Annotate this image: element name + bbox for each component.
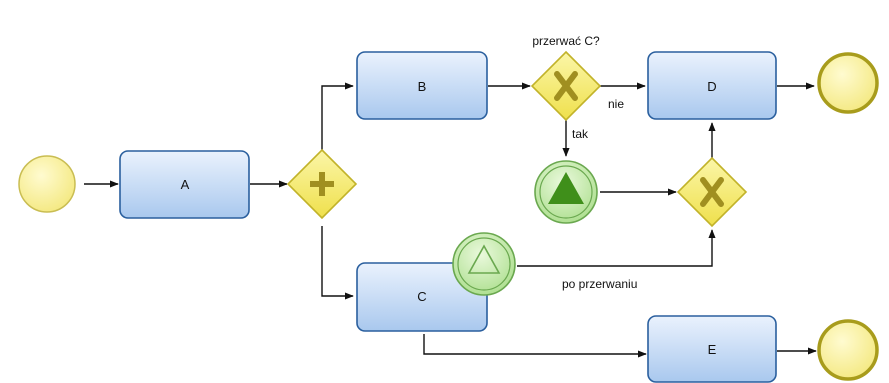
flow-c-to-e[interactable]	[423, 334, 647, 358]
task-e-label: E	[708, 342, 717, 357]
task-a-label: A	[181, 177, 190, 192]
task-a[interactable]: A	[119, 150, 250, 219]
start-event[interactable]	[18, 155, 76, 213]
flow-boundary-to-merge[interactable]	[517, 229, 716, 267]
flow-parallel-to-c[interactable]	[321, 226, 354, 300]
exclusive-gateway-merge[interactable]	[676, 156, 748, 228]
flow-parallel-to-b[interactable]	[321, 82, 354, 150]
exclusive-gateway-decision[interactable]	[530, 50, 602, 122]
intermediate-throw-signal-event[interactable]	[534, 160, 598, 224]
task-d-label: D	[707, 79, 716, 94]
task-e[interactable]: E	[647, 315, 777, 383]
x-icon	[554, 71, 578, 101]
parallel-gateway[interactable]	[286, 148, 358, 220]
signal-triangle-outline-icon	[467, 244, 501, 274]
label-yes: tak	[572, 127, 589, 141]
end-event-top[interactable]	[817, 52, 879, 114]
sequence-flows	[84, 82, 817, 358]
x-icon	[700, 177, 724, 207]
task-d[interactable]: D	[647, 51, 777, 120]
signal-triangle-filled-icon	[548, 172, 584, 204]
task-c-label: C	[417, 289, 426, 304]
end-event-bottom[interactable]	[817, 319, 879, 381]
task-c[interactable]: C	[356, 262, 488, 332]
boundary-signal-event[interactable]	[452, 232, 516, 296]
task-b-label: B	[418, 79, 427, 94]
label-after-interrupt: po przerwaniu	[562, 277, 637, 291]
label-no: nie	[608, 97, 624, 111]
plus-icon	[310, 172, 334, 196]
task-b[interactable]: B	[356, 51, 488, 120]
label-question: przerwać C?	[532, 34, 600, 48]
